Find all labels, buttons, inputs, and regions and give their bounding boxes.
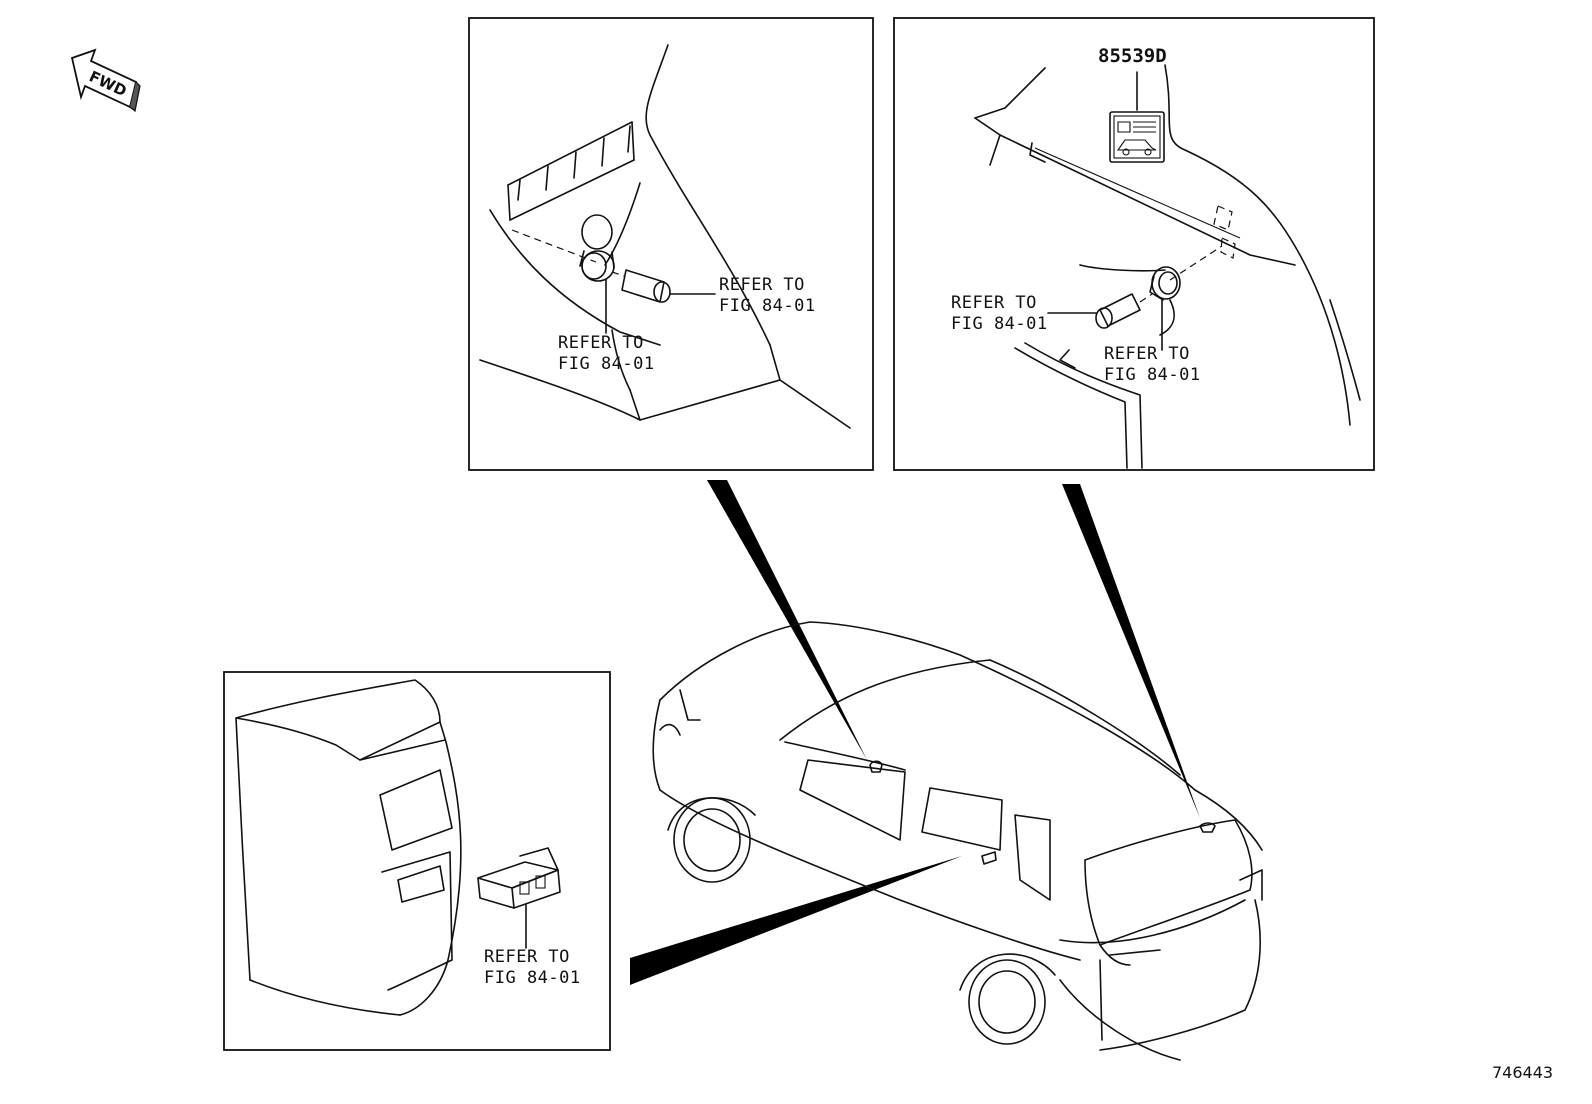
callout-refer-line2: FIG 84-01 [484,968,581,988]
switch-connector [477,847,561,909]
detail-panel-top-right: 85539D REFER TO FIG 84-01 REFER TO FIG 8… [893,17,1375,471]
callout-refer-bottom-line1: REFER TO [1104,344,1190,364]
connector-plug-rear [1095,293,1153,329]
vehicle-outline [652,621,1263,1061]
part-number-label: 85539D [1098,45,1167,67]
detail-panel-top-left: REFER TO FIG 84-01 REFER TO FIG 84-01 [468,17,874,471]
connector-plug [611,269,671,303]
callout-wedge-bottom-left [630,856,962,985]
illustration-number: 746443 [1492,1063,1553,1082]
caution-label-icon [1109,111,1165,163]
callout-refer-bottom-line2: FIG 84-01 [558,354,655,374]
callout-refer-left-line2: FIG 84-01 [951,314,1048,334]
detail-panel-bottom-left: REFER TO FIG 84-01 [223,671,611,1051]
rear-wheel [959,953,1056,1045]
callout-refer-bottom-line2: FIG 84-01 [1104,365,1201,385]
callout-refer-right-line1: REFER TO [719,275,805,295]
vent-grille [507,121,635,221]
front-wheel [667,797,756,883]
callout-refer-line1: REFER TO [484,947,570,967]
fwd-arrow-icon: FWD [70,48,141,113]
callout-wedge-top-right [1062,484,1200,818]
callout-wedge-top-left [707,480,867,760]
socket-grommet [579,214,615,282]
callout-refer-bottom-line1: REFER TO [558,333,644,353]
socket-grommet-rear [1149,266,1181,301]
callout-refer-left-line1: REFER TO [951,293,1037,313]
callout-refer-right-line2: FIG 84-01 [719,296,816,316]
